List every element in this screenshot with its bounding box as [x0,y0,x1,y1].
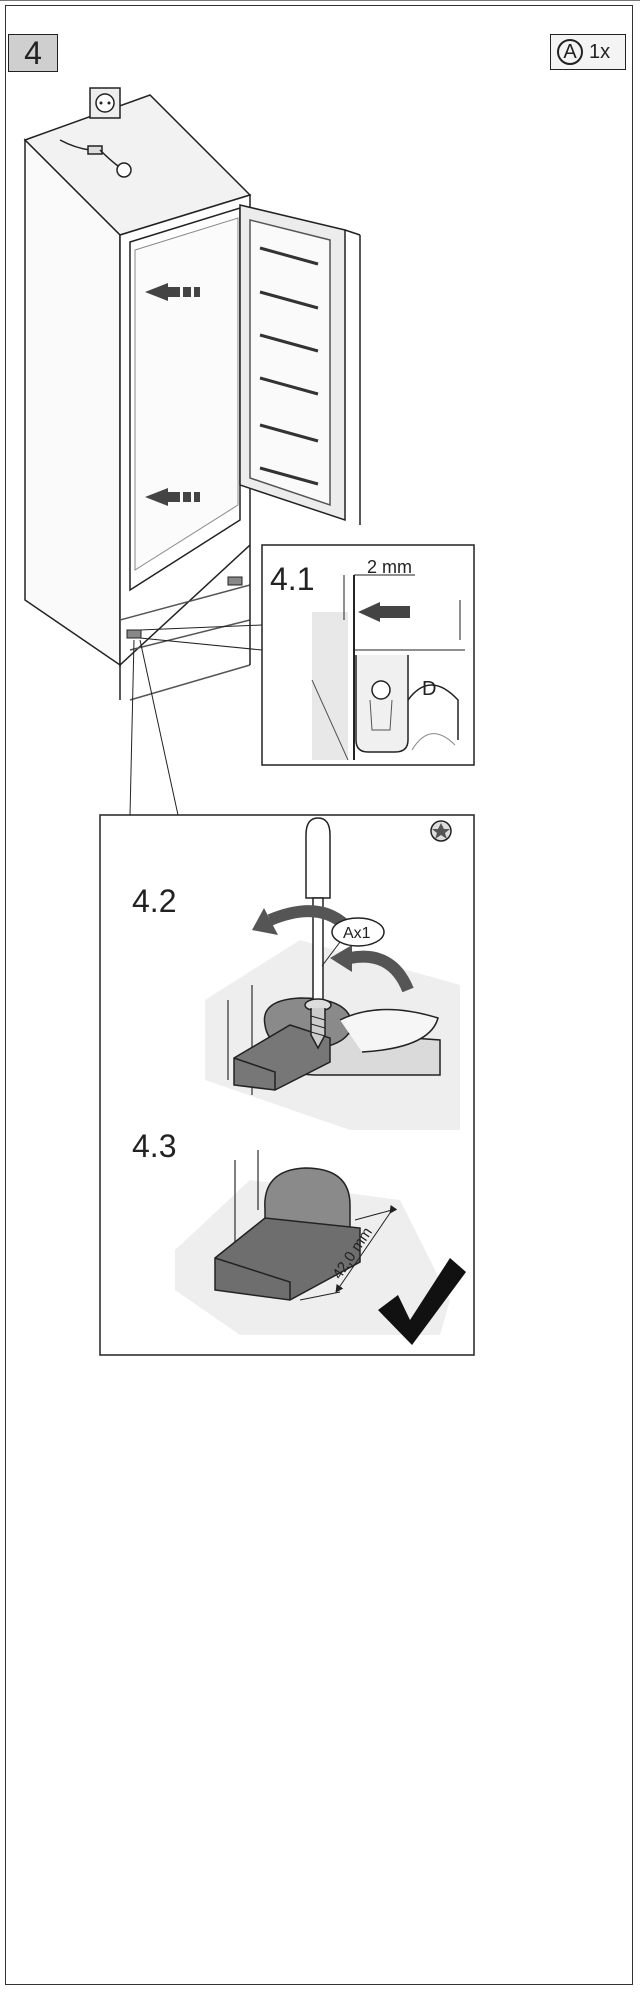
detail-4-2-label: 4.2 [132,883,176,919]
part-tag-leader [321,941,341,967]
torx-icon [430,820,452,842]
detail-4-1-panel [261,544,475,766]
detail-4-2-part-tag: Ax1 [343,925,371,942]
detail-4-3-label: 4.3 [132,1128,176,1164]
part-quantity: 1x [589,41,611,63]
appliance-cabinet [23,94,252,701]
detail-4-1-label: 4.1 [270,561,314,597]
arrow-icon [145,488,200,506]
rotate-arrow-icon [252,905,350,935]
detail-4-3-drawing [175,1150,450,1335]
detail-4-1-marking: D [422,678,436,700]
part-tag-bubble [331,917,385,947]
rotate-arrow-icon [330,945,414,993]
callout-leaders [129,624,263,816]
detail-4-1-dimension: 2 mm [367,557,412,577]
checkmark-icon [378,1258,466,1345]
top-rule [0,0,640,1]
part-letter: A [557,39,583,65]
power-socket-icon [89,87,121,119]
hinge-marker [126,629,142,639]
step-number: 4 [8,34,58,72]
detail-4-2-drawing [205,940,460,1130]
arrow-icon [145,283,200,301]
parts-badge: A 1x [550,34,626,70]
appliance-door [239,204,361,525]
page-frame [5,5,633,1985]
screw-icon [304,998,332,1050]
hinge-marker [227,576,243,586]
plug-icon [59,139,132,178]
